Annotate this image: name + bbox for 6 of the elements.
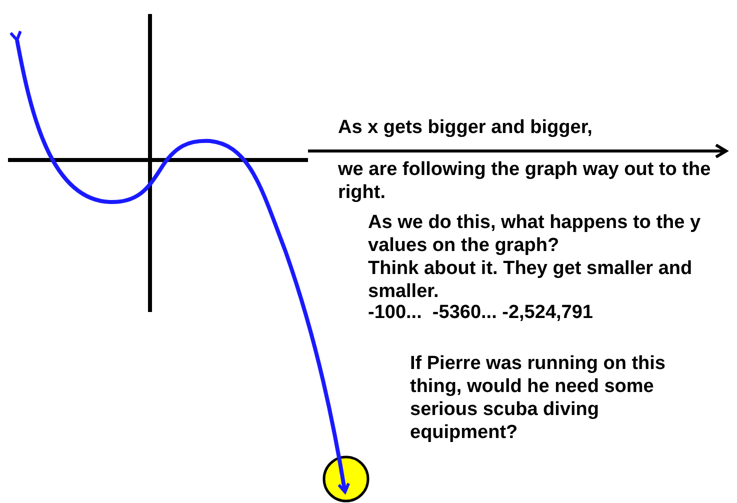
caption-text: we are following the graph way out to the right. [338,158,712,204]
question-text: As we do this, what happens to the y values on the graph? [368,211,702,257]
caption-text: As x gets bigger and bigger, [338,116,594,139]
answer-text: Think about it. They get smaller and smaller. [368,257,694,303]
value-sequence: -100... -5360... -2,524,791 [368,301,594,324]
question-text: If Pierre was running on this thing, would he need some serious scuba diving equipment? [410,352,666,444]
